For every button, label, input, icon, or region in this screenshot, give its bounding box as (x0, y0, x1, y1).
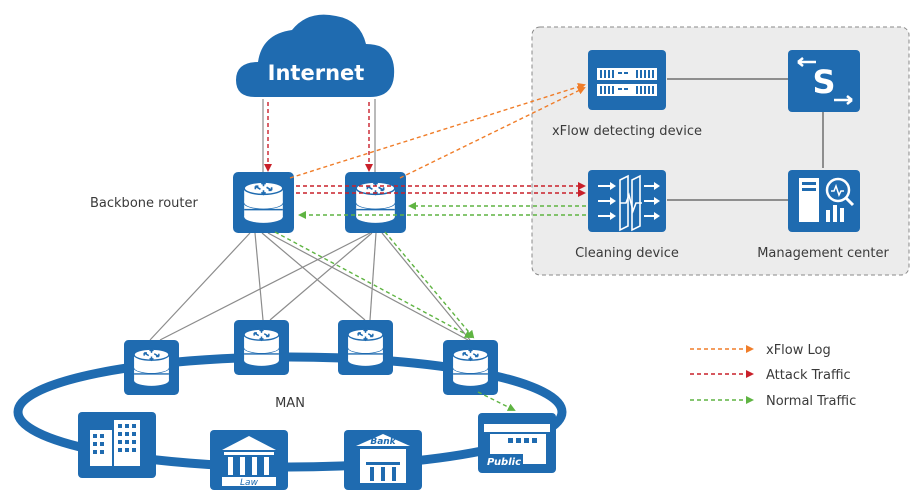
internet-label: Internet (268, 61, 365, 85)
legend-attack-traffic-label: Attack Traffic (766, 368, 851, 383)
normal-traffic-arrows (274, 202, 586, 411)
bank-building-icon (344, 430, 422, 490)
law-label: Law (240, 478, 259, 488)
public-label: Public (487, 457, 521, 468)
management-center-label: Management center (757, 246, 889, 261)
attack-traffic-arrows (264, 102, 586, 197)
xflow-detecting-device-icon (588, 50, 666, 110)
svg-text:S: S (812, 63, 835, 101)
backbone-router-2-icon (345, 172, 406, 233)
law-building-icon (210, 430, 288, 490)
management-center-icon (788, 170, 860, 232)
xflow-log-arrows (289, 82, 586, 179)
legend: xFlow Log Attack Traffic Normal Traffic (690, 343, 856, 409)
man-router-3-icon (338, 320, 393, 375)
mesh-links (149, 99, 471, 341)
atic-label: ATIC (803, 226, 815, 232)
backbone-router-label: Backbone router (90, 196, 198, 211)
legend-normal-traffic-label: Normal Traffic (766, 394, 856, 409)
panel-links (667, 78, 824, 201)
legend-xflow-log-label: xFlow Log (766, 343, 831, 358)
man-ring (13, 352, 567, 472)
man-router-1-icon (124, 340, 179, 395)
switch-icon: S (788, 50, 860, 112)
man-router-4-icon (443, 340, 498, 395)
cleaning-device-icon (588, 170, 666, 232)
public-building-icon (478, 413, 556, 473)
bank-label: Bank (370, 437, 396, 447)
backbone-router-1-icon (233, 172, 294, 233)
internet-cloud-icon (236, 14, 395, 97)
man-router-2-icon (234, 320, 289, 375)
cleaning-device-label: Cleaning device (575, 246, 679, 261)
man-label: MAN (275, 396, 305, 411)
office-building-icon (78, 412, 156, 478)
xflow-detecting-device-label: xFlow detecting device (552, 124, 702, 139)
